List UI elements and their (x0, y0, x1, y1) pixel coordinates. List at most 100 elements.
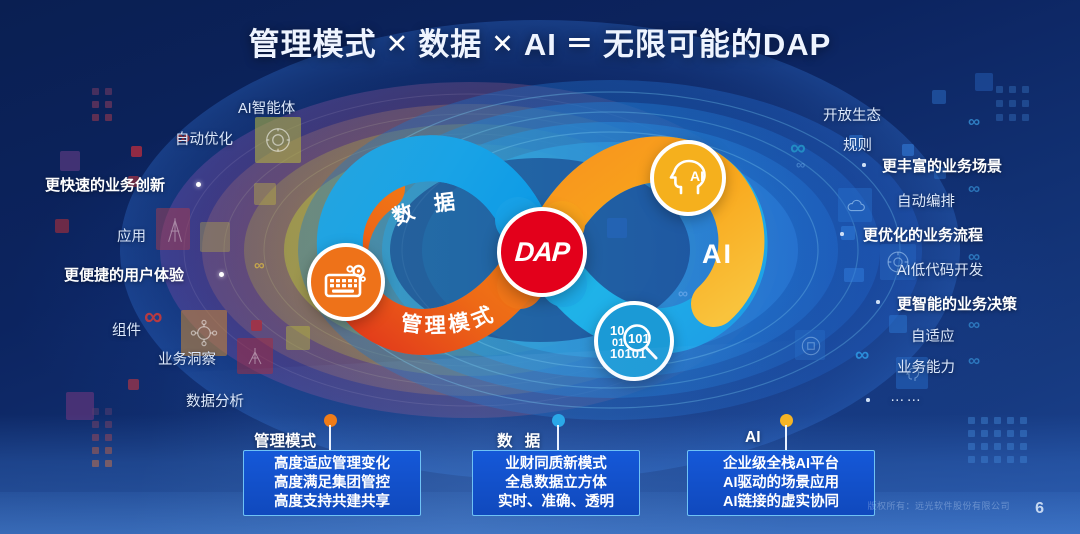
infinity-glyph-icon: ∞ (968, 112, 981, 131)
dot-grid (968, 417, 1027, 463)
right-label-9: …… (890, 389, 923, 405)
infinity-glyph-icon: ∞ (855, 344, 870, 366)
group-ai-line-1: AI驱动的场景应用 (723, 474, 839, 491)
group-ai-box: 企业级全栈AI平台 AI驱动的场景应用 AI链接的虚实协同 (687, 450, 875, 516)
page-number: 6 (1035, 500, 1044, 517)
dap-logo: DAP (497, 207, 587, 297)
svg-text:10: 10 (610, 323, 624, 338)
copyright-text: 版权所有：远光软件股份有限公司 (867, 501, 1010, 511)
decor-tile (254, 183, 276, 205)
decor-tile (934, 167, 946, 179)
decor-tile (844, 268, 864, 282)
right-label-1: 规则 (843, 138, 872, 154)
decor-tile (932, 90, 946, 104)
gear-network-icon (266, 128, 290, 152)
left-bullet-4 (219, 272, 224, 277)
group-data-line-1: 全息数据立方体 (505, 474, 607, 491)
dot-grid (996, 86, 1029, 121)
left-label-3: 应用 (117, 229, 146, 245)
right-label-6: 更智能的业务决策 (897, 296, 1018, 313)
title-part-3: AI (523, 27, 557, 62)
infinity-glyph-icon: ∞ (790, 135, 806, 160)
left-label-4: 更便捷的用户体验 (64, 267, 185, 284)
infinity-glyph-icon: ∞ (254, 257, 265, 274)
group-ai-dot (780, 414, 793, 427)
group-mgmt-line-2: 高度支持共建共享 (274, 493, 390, 510)
group-data-title: 数 据 (497, 433, 545, 450)
right-bullet-6 (876, 300, 880, 304)
left-label-7: 数据分析 (186, 394, 244, 410)
decor-tile (251, 320, 262, 331)
group-mgmt-line-0: 高度适应管理变化 (274, 455, 390, 472)
ai-head-icon: AI (669, 159, 706, 195)
loop-label-ai: AI (702, 239, 733, 269)
decor-tile (849, 135, 863, 149)
decor-tile (286, 326, 310, 350)
tower-icon (168, 218, 182, 242)
group-ai-line-0: 企业级全栈AI平台 (723, 455, 839, 472)
decor-tile (255, 117, 301, 163)
right-bullet-2 (862, 163, 866, 167)
left-label-0: AI智能体 (238, 101, 296, 117)
group-mgmt-title: 管理模式 (254, 433, 317, 450)
right-label-3: 自动编排 (897, 194, 955, 210)
factory-icon (248, 348, 262, 365)
decor-tile (237, 338, 273, 374)
decor-tile (181, 310, 227, 356)
right-label-2: 更丰富的业务场景 (882, 158, 1003, 175)
decor-tile (131, 146, 142, 157)
decor-tile (896, 357, 928, 389)
right-bullet-4 (840, 232, 844, 236)
left-label-2: 更快速的业务创新 (45, 177, 166, 194)
title-operator-1: ✕ (385, 29, 410, 59)
decor-tile (200, 222, 230, 252)
ai-chip-icon (887, 251, 909, 273)
group-data-line-0: 业财同质新模式 (505, 455, 607, 472)
group-data-dot (552, 414, 565, 427)
dot-grid (92, 88, 112, 121)
infinity-glyph-icon: ∞ (678, 285, 688, 301)
right-label-5: AI低代码开发 (897, 263, 984, 279)
group-ai-connector (785, 425, 787, 450)
group-ai-title: AI (745, 429, 761, 446)
circuit-icon (801, 336, 821, 356)
svg-text:01: 01 (612, 337, 624, 349)
group-mgmt-line-1: 高度满足集团管控 (274, 474, 390, 491)
right-label-0: 开放生态 (823, 108, 881, 124)
infinity-glyph-icon: ∞ (968, 315, 981, 334)
title-part-4: 无限可能的DAP (602, 27, 832, 62)
group-mgmt-box: 高度适应管理变化 高度满足集团管控 高度支持共建共享 (243, 450, 421, 516)
group-data-box: 业财同质新模式 全息数据立方体 实时、准确、透明 (472, 450, 640, 516)
binary-search-icon: 10 01 10101 101 (610, 323, 658, 361)
decor-tile (128, 379, 139, 390)
network-node-icon (190, 319, 218, 347)
infinity-glyph-icon: ∞ (968, 351, 981, 370)
infinity-glyph-icon: ∞ (144, 301, 163, 331)
ai-head-icon-badge: AI (650, 140, 726, 216)
left-label-6: 业务洞察 (158, 352, 216, 368)
binary-search-icon-badge: 10 01 10101 101 (594, 301, 674, 381)
svg-text:101: 101 (628, 331, 650, 346)
infinity-glyph-icon: ∞ (796, 157, 806, 172)
right-bullet-9 (866, 398, 870, 402)
decor-tile (607, 218, 627, 238)
decor-tile (60, 151, 80, 171)
right-label-8: 业务能力 (897, 360, 955, 376)
decor-tile (128, 176, 139, 187)
decor-tile (838, 188, 872, 222)
infinity-glyph-icon: ∞ (176, 127, 191, 149)
infinity-glyph-icon: ∞ (968, 179, 981, 198)
decor-tile (55, 219, 69, 233)
decor-tile (156, 208, 190, 250)
cloud-icon (847, 199, 865, 212)
infinity-glyph-icon: ∞ (968, 247, 981, 266)
brain-head-icon (906, 367, 919, 381)
decor-tile (975, 73, 993, 91)
title-operator-3: ＝ (565, 29, 594, 59)
right-label-7: 自适应 (911, 329, 955, 345)
decor-tile (66, 392, 94, 420)
dot-grid (92, 408, 112, 467)
group-ai-line-2: AI链接的虚实协同 (723, 493, 839, 510)
svg-text:AI: AI (690, 168, 704, 184)
